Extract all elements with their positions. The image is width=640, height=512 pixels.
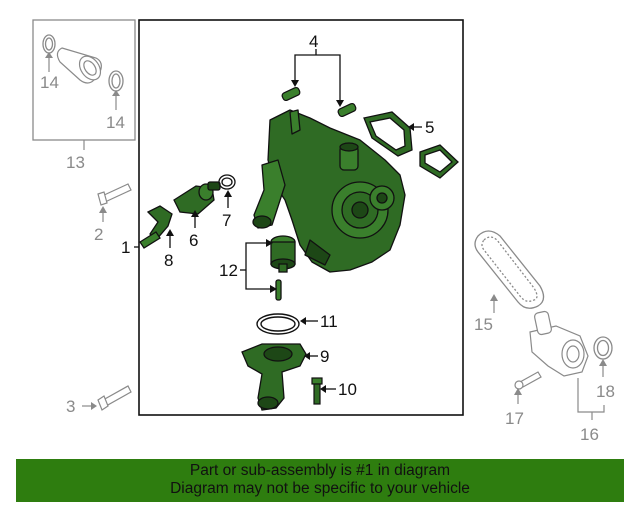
bolt-3 <box>97 385 132 411</box>
callout-13: 13 <box>66 153 85 172</box>
callout-9: 9 <box>320 347 329 366</box>
callout-17: 17 <box>505 409 524 428</box>
o-ring-7 <box>218 174 236 190</box>
water-pump-housing <box>252 109 406 273</box>
inset-box-13 <box>32 19 136 150</box>
callout-15: 15 <box>474 315 493 334</box>
footer-line-2: Diagram may not be specific to your vehi… <box>170 480 470 497</box>
leader-4 <box>294 49 341 100</box>
leader-16 <box>577 378 605 420</box>
callout-4: 4 <box>309 32 318 51</box>
sensor-6 <box>173 181 221 215</box>
bracket-8 <box>139 205 173 249</box>
bolt-2 <box>97 183 132 206</box>
callout-5: 5 <box>425 118 434 137</box>
o-ring-11 <box>256 313 300 335</box>
callout-11: 11 <box>320 312 338 331</box>
callout-1: 1 <box>121 238 130 257</box>
bolt-10 <box>311 377 323 405</box>
screw-17 <box>514 371 542 390</box>
o-ring-18 <box>593 336 613 360</box>
thermostat-12 <box>270 235 296 301</box>
coolant-pipe-part <box>56 47 102 84</box>
main-assembly-box <box>138 19 464 416</box>
callout-3: 3 <box>66 397 75 416</box>
o-ring-14b <box>108 70 124 92</box>
gasket-5 <box>363 111 459 179</box>
callout-12: 12 <box>219 261 238 280</box>
coolant-outlet-16 <box>529 310 589 377</box>
callout-7: 7 <box>222 211 231 230</box>
callout-14a: 14 <box>40 73 59 92</box>
footer-line-1: Part or sub-assembly is #1 in diagram <box>189 462 451 479</box>
footer-banner: Part or sub-assembly is #1 in diagram Di… <box>16 459 624 502</box>
thermostat-cover-9 <box>241 343 307 411</box>
callout-18: 18 <box>596 382 615 401</box>
callout-16: 16 <box>580 425 599 444</box>
o-ring-14a <box>42 34 56 54</box>
toothed-belt-15 <box>474 230 545 309</box>
callout-2: 2 <box>94 225 103 244</box>
dowel-pin-4a <box>281 86 301 102</box>
callout-6: 6 <box>189 231 198 250</box>
dowel-pin-4b <box>337 102 357 118</box>
leader-12 <box>240 242 270 290</box>
callout-14b: 14 <box>106 113 125 132</box>
callout-10: 10 <box>338 380 357 399</box>
callout-8: 8 <box>164 251 173 270</box>
